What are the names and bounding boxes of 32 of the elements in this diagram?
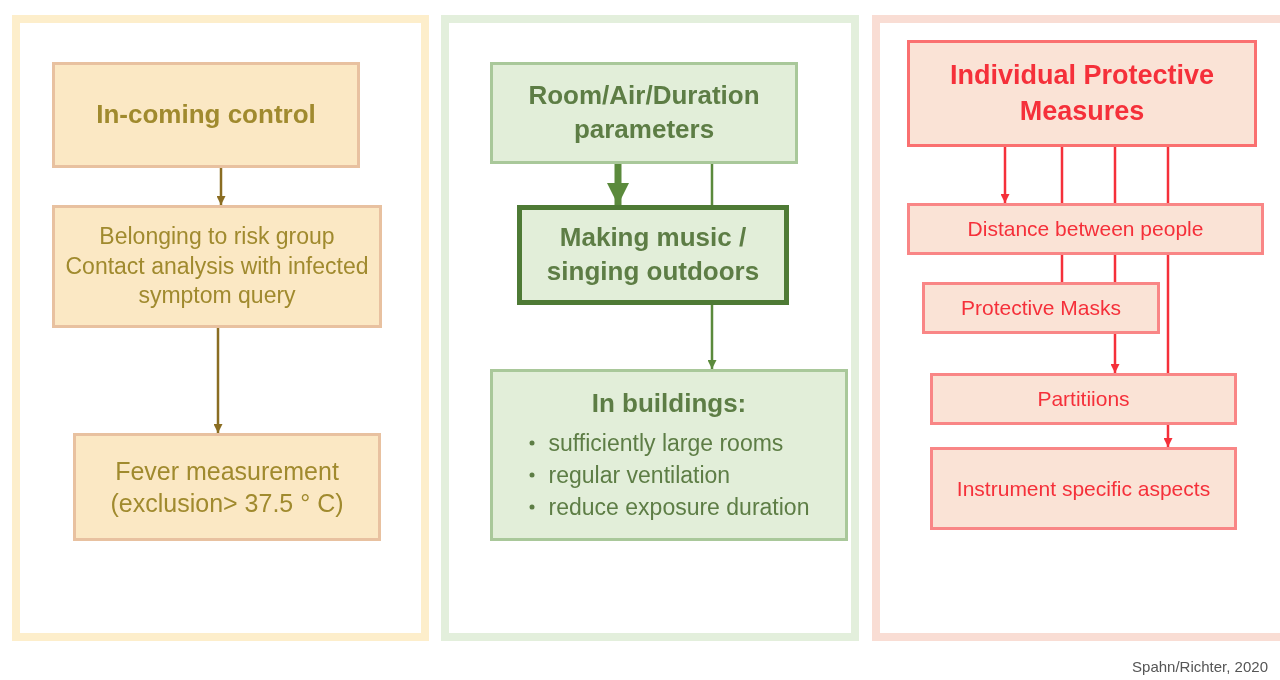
process-box: Individual Protective Measures: [907, 40, 1257, 147]
panel-frame: [872, 15, 1280, 641]
process-box: Distance between people: [907, 203, 1264, 255]
panel-frame: [12, 15, 429, 641]
arrow: [1000, 147, 1010, 203]
connector-line: [1166, 255, 1170, 373]
process-box: Protective Masks: [922, 282, 1160, 334]
connector-line: [1060, 147, 1064, 203]
connector-line: [1060, 255, 1064, 282]
connector-line: [710, 164, 714, 205]
source-note: Spahn/Richter, 2020: [1132, 658, 1268, 675]
process-box: In buildings: sufficiently large rooms regular ventilation reduce exposure duration: [490, 369, 848, 541]
connector-line: [1166, 147, 1170, 203]
process-box: Instrument specific aspects: [930, 447, 1237, 530]
bullet-text: regular ventilation: [548, 460, 731, 490]
arrow: [216, 168, 226, 205]
connector-line: [1113, 255, 1117, 282]
arrow: [213, 328, 223, 433]
arrow: [1110, 334, 1120, 373]
arrow: [1163, 425, 1173, 447]
process-box: Fever measurement (exclusion> 37.5 ° C): [73, 433, 381, 541]
process-box: In-coming control: [52, 62, 360, 168]
arrow: [707, 305, 717, 369]
bullet-text: sufficiently large rooms: [548, 428, 784, 458]
connector-line: [1113, 147, 1117, 203]
process-box: Making music / singing outdoors: [517, 205, 789, 305]
process-box: Room/Air/Duration parameters: [490, 62, 798, 164]
bullet-text: reduce exposure duration: [548, 492, 810, 522]
process-box: Belonging to risk group Contact analysis with infected symptom query: [52, 205, 382, 328]
arrow: [607, 164, 629, 205]
panel-frame: [441, 15, 859, 641]
process-box: Partitiions: [930, 373, 1237, 425]
